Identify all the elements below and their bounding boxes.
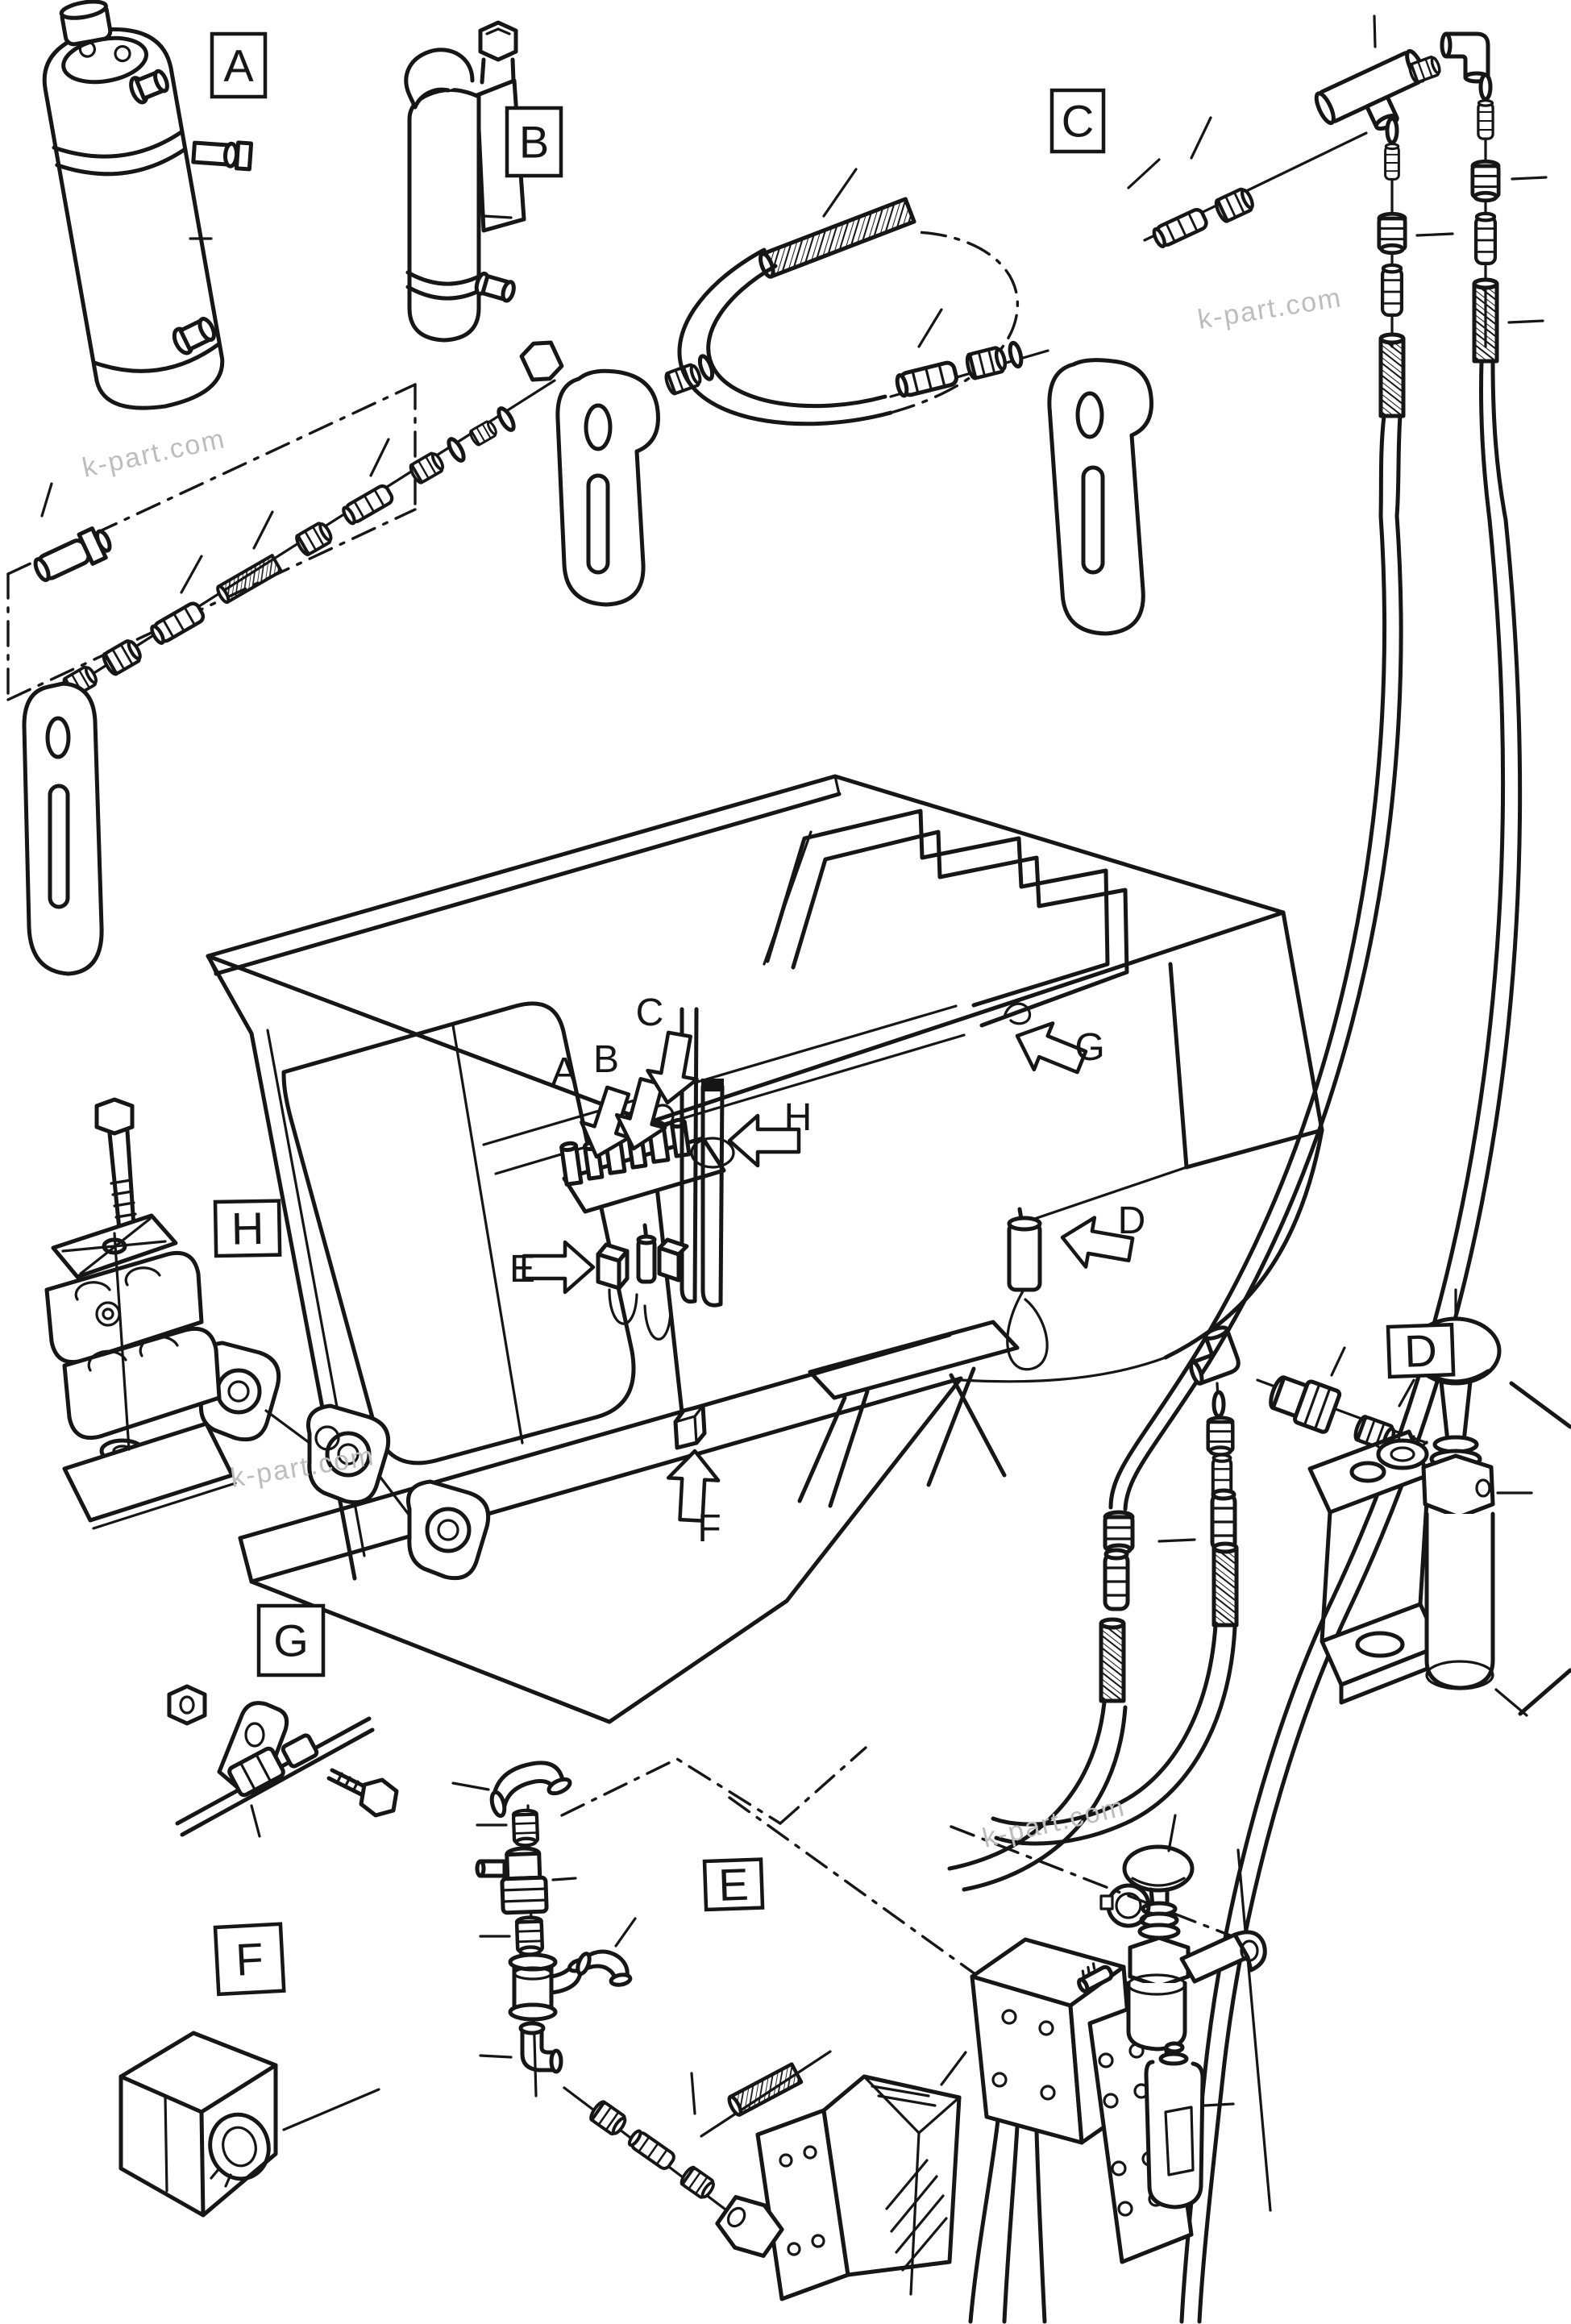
section-label-letter: B xyxy=(519,117,549,168)
callout-g: G xyxy=(1008,1012,1105,1085)
detail-f-cube xyxy=(118,2031,380,2218)
section-label-box xyxy=(505,106,563,178)
callout-letter: E xyxy=(509,1248,535,1291)
cab-mount-lugs xyxy=(198,1341,491,1581)
callout-e: E xyxy=(509,1242,593,1292)
section-label-c: C xyxy=(1049,88,1106,154)
mount-cylinder-b xyxy=(404,20,526,343)
callout-letter: H xyxy=(784,1096,813,1139)
section-label-letter: E xyxy=(717,1859,750,1910)
section-label-box xyxy=(702,1857,765,1912)
phantom-panel xyxy=(6,383,417,701)
section-label-letter: A xyxy=(223,40,254,91)
section-label-letter: H xyxy=(231,1203,264,1254)
floor-manifold xyxy=(596,1223,689,1341)
callout-letter: C xyxy=(636,992,664,1034)
top-right-fittings xyxy=(1127,15,1548,416)
detail-d-assembly xyxy=(991,1288,1533,1846)
section-label-letter: C xyxy=(1062,96,1094,147)
callout-letter: A xyxy=(551,1050,577,1093)
section-label-box xyxy=(256,1603,326,1678)
watermark-text: k-part.com xyxy=(80,423,229,484)
section-label-letter: F xyxy=(235,1933,264,1985)
section-label-g: G xyxy=(256,1603,326,1678)
cab-drawing xyxy=(198,774,1324,1724)
floor-grommet-cube xyxy=(673,1403,707,1450)
callout-letter: F xyxy=(697,1507,721,1550)
callout-c: C xyxy=(636,992,704,1107)
section-label-d: D xyxy=(1386,1322,1456,1379)
cab-side-valve xyxy=(1006,1207,1049,1371)
section-label-letter: D xyxy=(1403,1324,1438,1376)
callout-letter: B xyxy=(593,1038,619,1081)
detail-h-clamp-stack xyxy=(44,1097,237,1530)
section-label-b: B xyxy=(505,106,563,178)
bottom-right-assembly xyxy=(968,1814,1267,2324)
callout-a: A xyxy=(551,1050,642,1165)
section-label-box xyxy=(213,1922,286,1997)
section-label-box xyxy=(210,31,268,99)
section-label-box xyxy=(1386,1322,1456,1379)
hanger-bracket-middle xyxy=(519,340,660,607)
hose-loop xyxy=(677,168,1049,426)
section-label-e: E xyxy=(702,1857,765,1912)
hanger-bracket-left xyxy=(22,681,104,976)
hanger-bracket-right xyxy=(1047,358,1153,636)
section-label-box xyxy=(1049,88,1106,154)
seat-stand xyxy=(797,1320,1020,1508)
callout-b: B xyxy=(593,1038,675,1155)
section-label-a: A xyxy=(210,31,268,99)
section-label-h: H xyxy=(213,1199,282,1258)
watermark-text: k-part.com xyxy=(1195,282,1344,335)
section-label-f: F xyxy=(213,1922,286,1997)
detail-g-grommet xyxy=(167,1684,399,1838)
callout-f: F xyxy=(667,1449,721,1550)
receiver-drier-cylinder xyxy=(42,0,254,410)
callout-letter: D xyxy=(1118,1199,1146,1242)
section-label-box xyxy=(213,1199,282,1258)
hose-fitting-chain-left xyxy=(33,379,556,700)
duct-columns xyxy=(680,1007,735,1308)
callout-d: D xyxy=(1058,1199,1146,1274)
callout-h: H xyxy=(729,1096,812,1166)
callout-letter: G xyxy=(1074,1026,1104,1069)
detail-e-piping xyxy=(451,1761,967,2301)
section-label-letter: G xyxy=(273,1615,309,1666)
